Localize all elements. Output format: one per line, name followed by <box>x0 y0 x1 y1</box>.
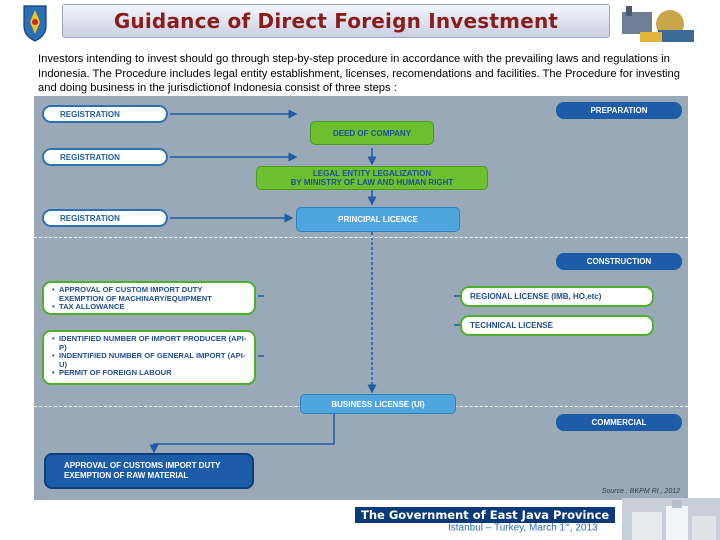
intro-paragraph: Investors intending to invest should go … <box>38 53 680 94</box>
technical-license-item: TECHNICAL LICENSE <box>460 315 654 336</box>
list-item: IDENTIFIED NUMBER OF IMPORT PRODUCER (AP… <box>52 334 248 352</box>
legal-step-line-2: BY MINISTRY OF LAW AND HUMAN RIGHT <box>290 178 454 187</box>
footer-subtitle-sup: st <box>565 522 570 528</box>
import-number-list: IDENTIFIED NUMBER OF IMPORT PRODUCER (AP… <box>42 330 256 385</box>
custom-duty-list: APPROVAL OF CUSTOM IMPORT DUTY EXEMPTION… <box>42 281 256 315</box>
source-note: Source : BKPM RI , 2012 <box>601 488 680 495</box>
footer-title: The Government of East Java Province <box>355 507 616 523</box>
final-line-2: EXEMPTION OF RAW MATERIAL <box>64 471 189 480</box>
footer-subtitle: Istanbul – Turkey, March 1st, 2013 <box>448 522 598 533</box>
footer-subtitle-post: , 2013 <box>569 522 598 534</box>
industry-collage-icon <box>622 6 694 42</box>
principal-licence-step: PRINCIPAL LICENCE <box>296 207 460 232</box>
list-item: APPROVAL OF CUSTOM IMPORT DUTY EXEMPTION… <box>52 285 248 303</box>
procedure-diagram: PREPARATION CONSTRUCTION COMMERCIAL REGI… <box>34 96 688 500</box>
title-banner: Guidance of Direct Foreign Investment <box>62 4 610 38</box>
phase-preparation: PREPARATION <box>556 102 682 119</box>
footer-subtitle-pre: Istanbul – Turkey, March 1 <box>448 522 566 534</box>
regional-license-item: REGIONAL LICENSE (IMB, HO,etc) <box>460 286 654 307</box>
legal-entity-legalization-step: LEGAL ENTITY LEGALIZATION BY MINISTRY OF… <box>256 166 488 190</box>
phase-construction: CONSTRUCTION <box>556 253 682 270</box>
final-line-1: APPROVAL OF CUSTOMS IMPORT DUTY <box>64 461 221 470</box>
customs-raw-material-approval: APPROVAL OF CUSTOMS IMPORT DUTY EXEMPTIO… <box>44 453 254 489</box>
flow-arrows <box>149 109 460 454</box>
registration-box: REGISTRATION <box>42 105 168 123</box>
registration-box: REGISTRATION <box>42 209 168 227</box>
phase-divider <box>34 237 688 238</box>
deed-of-company-step: DEED OF COMPANY <box>310 121 434 145</box>
header: Guidance of Direct Foreign Investment <box>0 0 720 48</box>
registration-box: REGISTRATION <box>42 148 168 166</box>
building-photo-icon <box>622 498 720 540</box>
business-license-step: BUSINESS LICENSE (UI) <box>300 394 456 414</box>
list-item: TAX ALLOWANCE <box>52 303 248 312</box>
phase-commercial: COMMERCIAL <box>556 414 682 431</box>
page-title: Guidance of Direct Foreign Investment <box>113 9 559 33</box>
legal-step-line-1: LEGAL ENTITY LEGALIZATION <box>312 169 432 178</box>
list-item: PERMIT OF FOREIGN LABOUR <box>52 369 248 378</box>
provincial-shield-emblem-icon <box>23 5 47 42</box>
list-item: INDENTIFIED NUMBER OF GENERAL IMPORT (AP… <box>52 351 248 369</box>
